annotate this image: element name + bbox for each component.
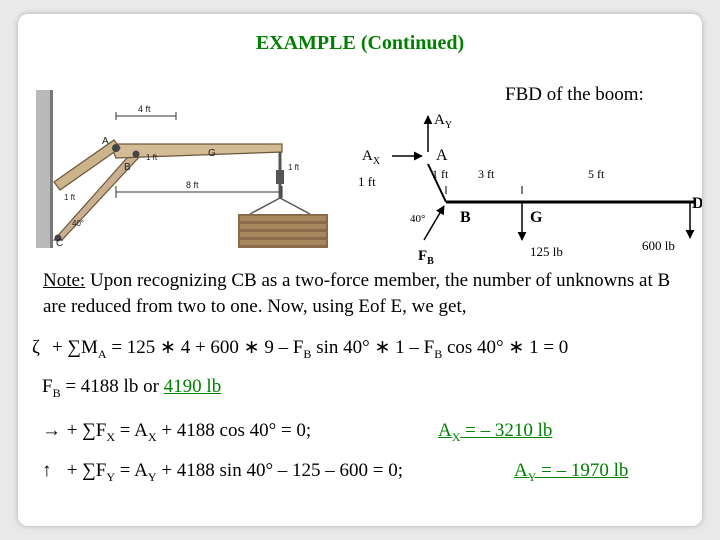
pin-a: [112, 144, 120, 152]
fbd-b-label: B: [460, 209, 471, 226]
fbd-fb-label: FB: [418, 248, 434, 267]
pin-c: [54, 234, 62, 242]
photo-angle: 40°: [72, 219, 84, 228]
fbd-angle: 40°: [410, 213, 425, 225]
fbd-5ft: 5 ft: [588, 167, 605, 181]
fb-arrow: [423, 205, 445, 241]
fbd-load-600: 600 lb: [642, 238, 675, 253]
note-text: Upon recognizing CB as a two-force membe…: [43, 270, 671, 317]
fbd-ay-label: AY: [434, 112, 452, 131]
fbd-diagram: AY AX A 1 ft 1 ft 3 ft 5 ft 40° B G D FB…: [358, 112, 702, 267]
boom-arm: [109, 143, 283, 159]
fb-answer: 4190 lb: [163, 376, 222, 397]
photo-label-b: B: [124, 162, 131, 173]
photo-dim-1ft-right: 1 ft: [288, 163, 300, 172]
fy-equation: ↑ + ∑FY = AY + 4188 sin 40° – 125 – 600 …: [42, 460, 404, 484]
photo-dim-8ft: 8 ft: [186, 180, 199, 190]
photo-label-a: A: [102, 136, 109, 147]
ay-answer: AY = – 1970 lb: [514, 460, 629, 484]
fx-equation: → + ∑FX = AX + 4188 cos 40° = 0;: [42, 420, 312, 444]
fbd-title: FBD of the boom:: [505, 84, 644, 105]
note-paragraph: Note: Upon recognizing CB as a two-force…: [43, 268, 693, 320]
moment-equation: ζ+ ∑MA = 125 ∗ 4 + 600 ∗ 9 – FB sin 40° …: [32, 337, 569, 361]
fb-result: FB = 4188 lb or 4190 lb: [42, 376, 222, 400]
pin-b: [132, 150, 140, 158]
arrow-up-icon: ↑: [42, 460, 52, 481]
fbd-g-label: G: [530, 209, 543, 226]
hook-block: [276, 170, 284, 184]
photo-label-g: G: [208, 148, 216, 159]
ccw-moment-icon: ζ: [32, 337, 40, 358]
arrow-right-icon: →: [42, 420, 61, 441]
fbd-1ft-left: 1 ft: [358, 174, 376, 189]
fbd-a-label: A: [436, 147, 448, 164]
ax-answer: AX = – 3210 lb: [438, 420, 553, 444]
fbd-1ft-mid: 1 ft: [432, 167, 449, 181]
slide: EXAMPLE (Continued) FBD of the boom: 4 f…: [18, 14, 702, 526]
slide-title: EXAMPLE (Continued): [255, 32, 465, 54]
fbd-3ft: 3 ft: [478, 167, 495, 181]
photo-dim-1ft-left: 1 ft: [64, 193, 76, 202]
photo-label-c: C: [56, 238, 63, 248]
fbd-d-label: D: [692, 195, 702, 212]
boom-drawing: 4 ft 1 ft 8 ft 1 ft 1 ft 40° A B G C: [36, 90, 346, 248]
note-label: Note:: [43, 270, 86, 291]
photo-dim-1ft-top: 1 ft: [146, 153, 158, 162]
lumber-load: [238, 214, 328, 248]
fbd-load-125: 125 lb: [530, 244, 563, 259]
photo-dim-4ft: 4 ft: [138, 104, 151, 114]
fbd-ax-label: AX: [362, 148, 381, 167]
wall-support: [36, 90, 50, 248]
